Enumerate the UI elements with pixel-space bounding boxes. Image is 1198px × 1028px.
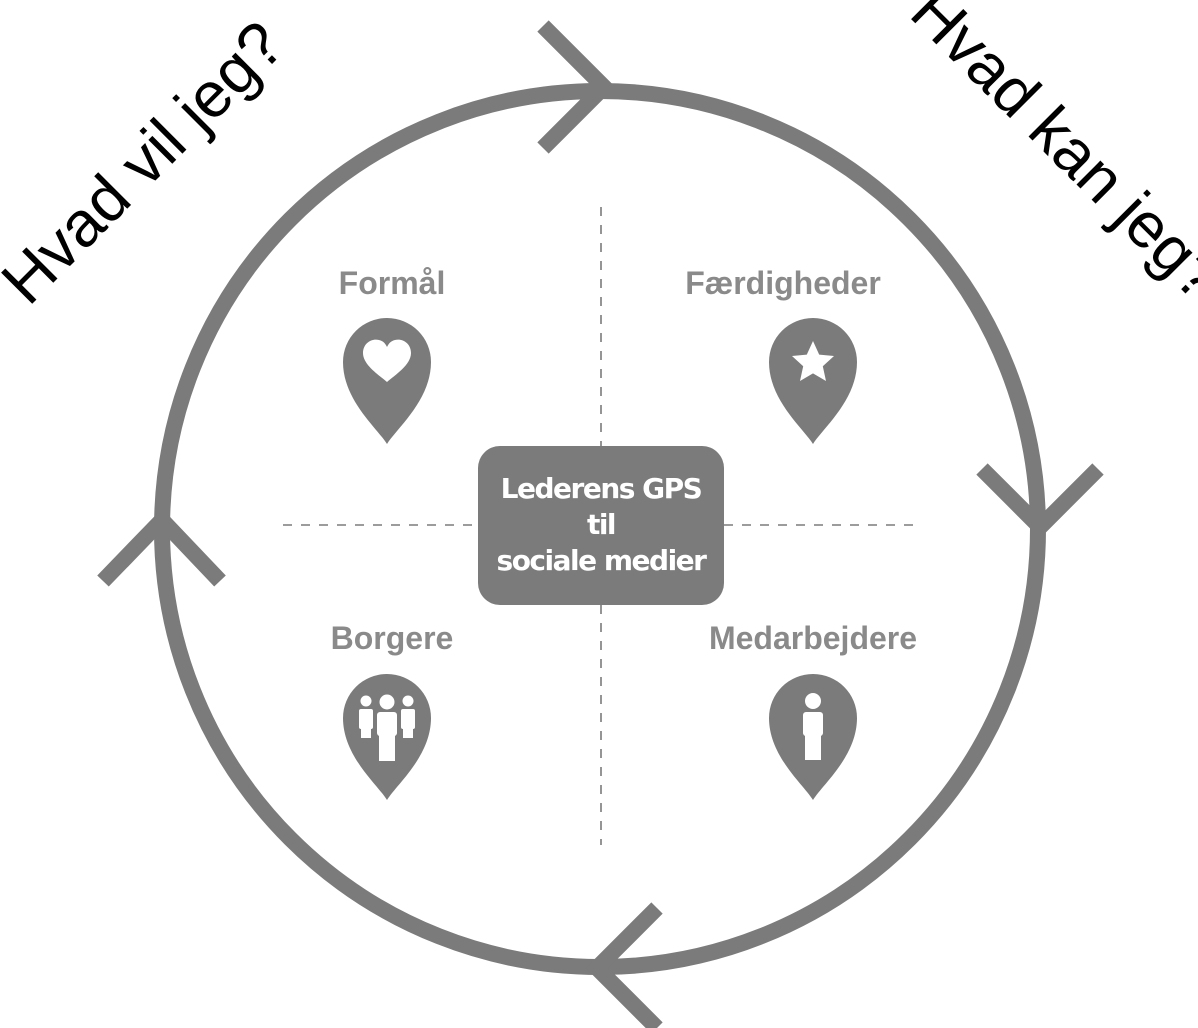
quadrant-label-medarbejdere: Medarbejdere: [709, 620, 917, 656]
arrowhead-top: [537, 20, 616, 154]
arrowhead-right: [976, 463, 1104, 539]
center-title-line1: Lederens GPS: [501, 472, 702, 505]
person-pin-icon: [769, 674, 857, 800]
quadrant-label-borgere: Borgere: [331, 620, 454, 656]
group-pin-icon: [343, 674, 431, 800]
arrowhead-bottom: [585, 902, 663, 1028]
quadrant-label-formaal: Formål: [339, 265, 446, 301]
heart-pin-icon: [343, 318, 431, 444]
center-box: [478, 446, 724, 605]
quadrant-label-faerdigheder: Færdigheder: [685, 265, 881, 301]
center-title-line3: sociale medier: [497, 544, 708, 577]
arrowhead-left: [97, 508, 226, 587]
center-title-line2: til: [587, 508, 615, 541]
star-pin-icon: [769, 318, 857, 444]
